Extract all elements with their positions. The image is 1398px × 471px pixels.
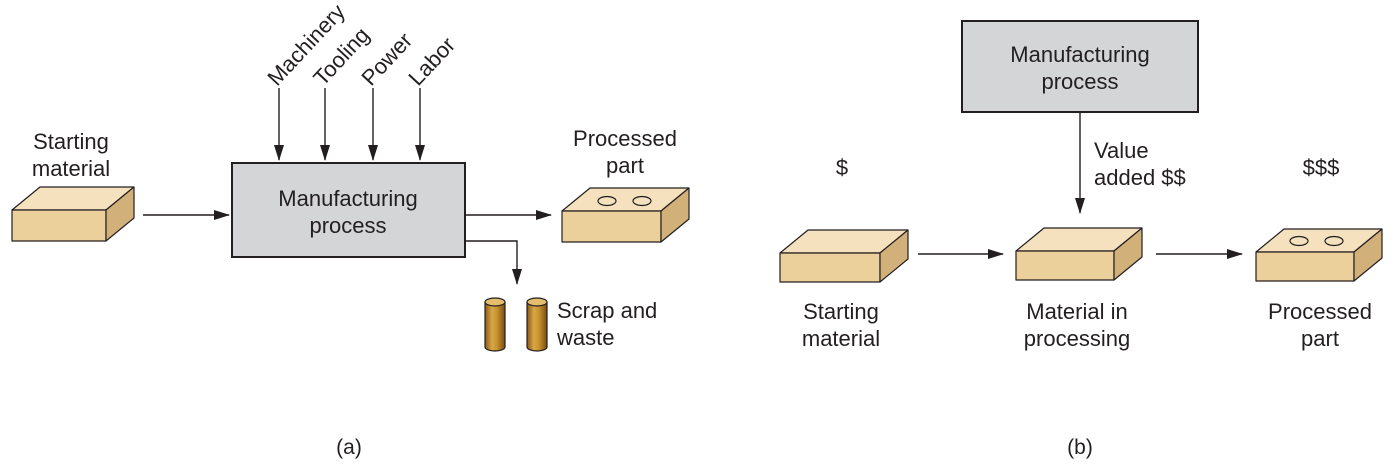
process-label-b-line2: process bbox=[1041, 69, 1118, 94]
input-arrows bbox=[274, 88, 425, 161]
starting-material-label-a-line1: Starting bbox=[33, 129, 109, 154]
hole-1 bbox=[597, 195, 617, 207]
starting-material-label-a-line2: material bbox=[32, 156, 110, 181]
starting-material-block-b bbox=[779, 229, 909, 283]
scrap-label-line1: Scrap and bbox=[557, 298, 657, 323]
process-box-a bbox=[231, 162, 466, 258]
caption-a: (a) bbox=[336, 436, 362, 459]
processed-part-label-b-line2: part bbox=[1301, 326, 1339, 351]
processed-part-label-a-line2: part bbox=[606, 153, 644, 178]
starting-material-block-a bbox=[11, 186, 135, 242]
value-added-label-line2: added $$ bbox=[1094, 165, 1186, 190]
processed-part-block-a bbox=[561, 187, 690, 243]
processed-part-label-b-line1: Processed bbox=[1268, 299, 1372, 324]
in-processing-block-b bbox=[1015, 227, 1143, 281]
scrap-label-line2: waste bbox=[556, 325, 614, 350]
scrap-cylinder-1 bbox=[484, 297, 506, 352]
value-end: $$$ bbox=[1303, 155, 1340, 180]
panel-a: Machinery Tooling Power Labor Manufactur… bbox=[11, 0, 690, 459]
caption-b: (b) bbox=[1067, 436, 1093, 459]
in-processing-label-b-line2: processing bbox=[1024, 326, 1130, 351]
process-label-a-line1: Manufacturing bbox=[278, 186, 417, 211]
processed-part-block-b bbox=[1255, 228, 1383, 282]
starting-material-label-b-line1: Starting bbox=[803, 299, 879, 324]
hole-4 bbox=[1324, 235, 1344, 247]
in-processing-label-b-line1: Material in bbox=[1026, 299, 1127, 324]
starting-material-label-b-line2: material bbox=[802, 326, 880, 351]
value-start: $ bbox=[836, 155, 848, 180]
arrow-to-scrap bbox=[465, 240, 522, 285]
panel-b: Manufacturing process Value added $$ $ $… bbox=[779, 20, 1383, 459]
process-label-a-line2: process bbox=[309, 213, 386, 238]
hole-2 bbox=[632, 195, 652, 207]
value-added-label-line1: Value bbox=[1094, 138, 1149, 163]
hole-3 bbox=[1289, 235, 1309, 247]
scrap-cylinder-2 bbox=[526, 297, 548, 352]
processed-part-label-a-line1: Processed bbox=[573, 126, 677, 151]
process-box-b bbox=[961, 20, 1199, 113]
process-label-b-line1: Manufacturing bbox=[1010, 42, 1149, 67]
